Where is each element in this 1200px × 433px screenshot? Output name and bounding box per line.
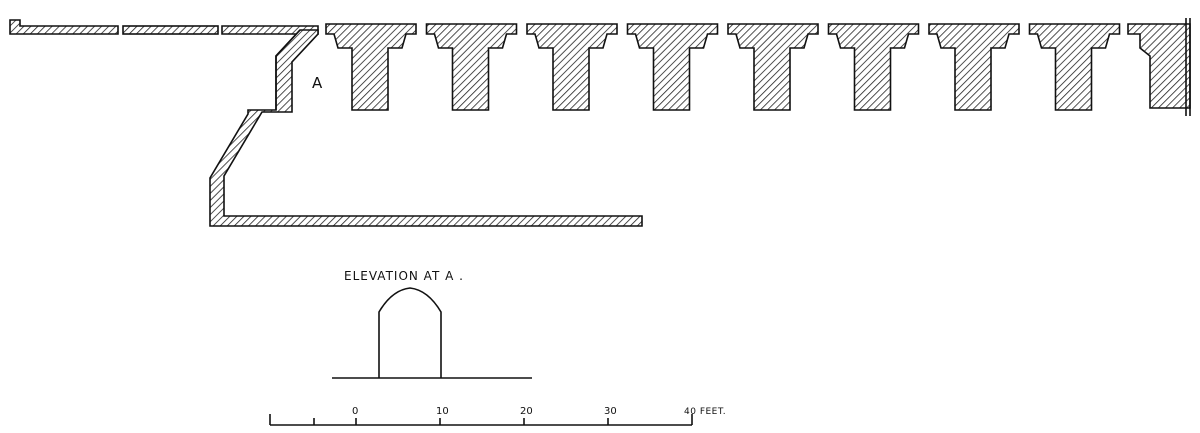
- east-end-pier: [1127, 23, 1191, 109]
- point-label-a: A: [312, 74, 323, 92]
- pier: [325, 23, 417, 111]
- scale-bar-end-label: 40 FEET.: [684, 407, 726, 417]
- pier: [727, 23, 819, 111]
- east-wall: [1127, 18, 1191, 116]
- pier-row: [325, 23, 1121, 111]
- scale-bar: 40 FEET. 0 10 20 30: [269, 406, 726, 426]
- pier: [526, 23, 618, 111]
- west-wall-inner-edge: [275, 29, 301, 110]
- top-wall-left-segment: [9, 19, 119, 35]
- west-wall: [209, 29, 643, 227]
- pier: [626, 23, 719, 111]
- top-wall-segment: [122, 25, 219, 35]
- pier: [425, 23, 518, 111]
- top-wall: [9, 19, 319, 35]
- elevation-drawing: ELEVATION AT A .: [332, 269, 532, 379]
- pier: [928, 23, 1020, 111]
- pier: [1028, 23, 1121, 111]
- pier: [827, 23, 920, 111]
- scale-bar-tick-label: 30: [604, 406, 617, 417]
- elevation-arched-opening: [378, 287, 442, 378]
- scale-bar-tick-label: 20: [520, 406, 533, 417]
- scale-bar-tick-label: 0: [352, 406, 358, 417]
- elevation-title: ELEVATION AT A .: [344, 269, 464, 283]
- scale-bar-tick-label: 10: [436, 406, 449, 417]
